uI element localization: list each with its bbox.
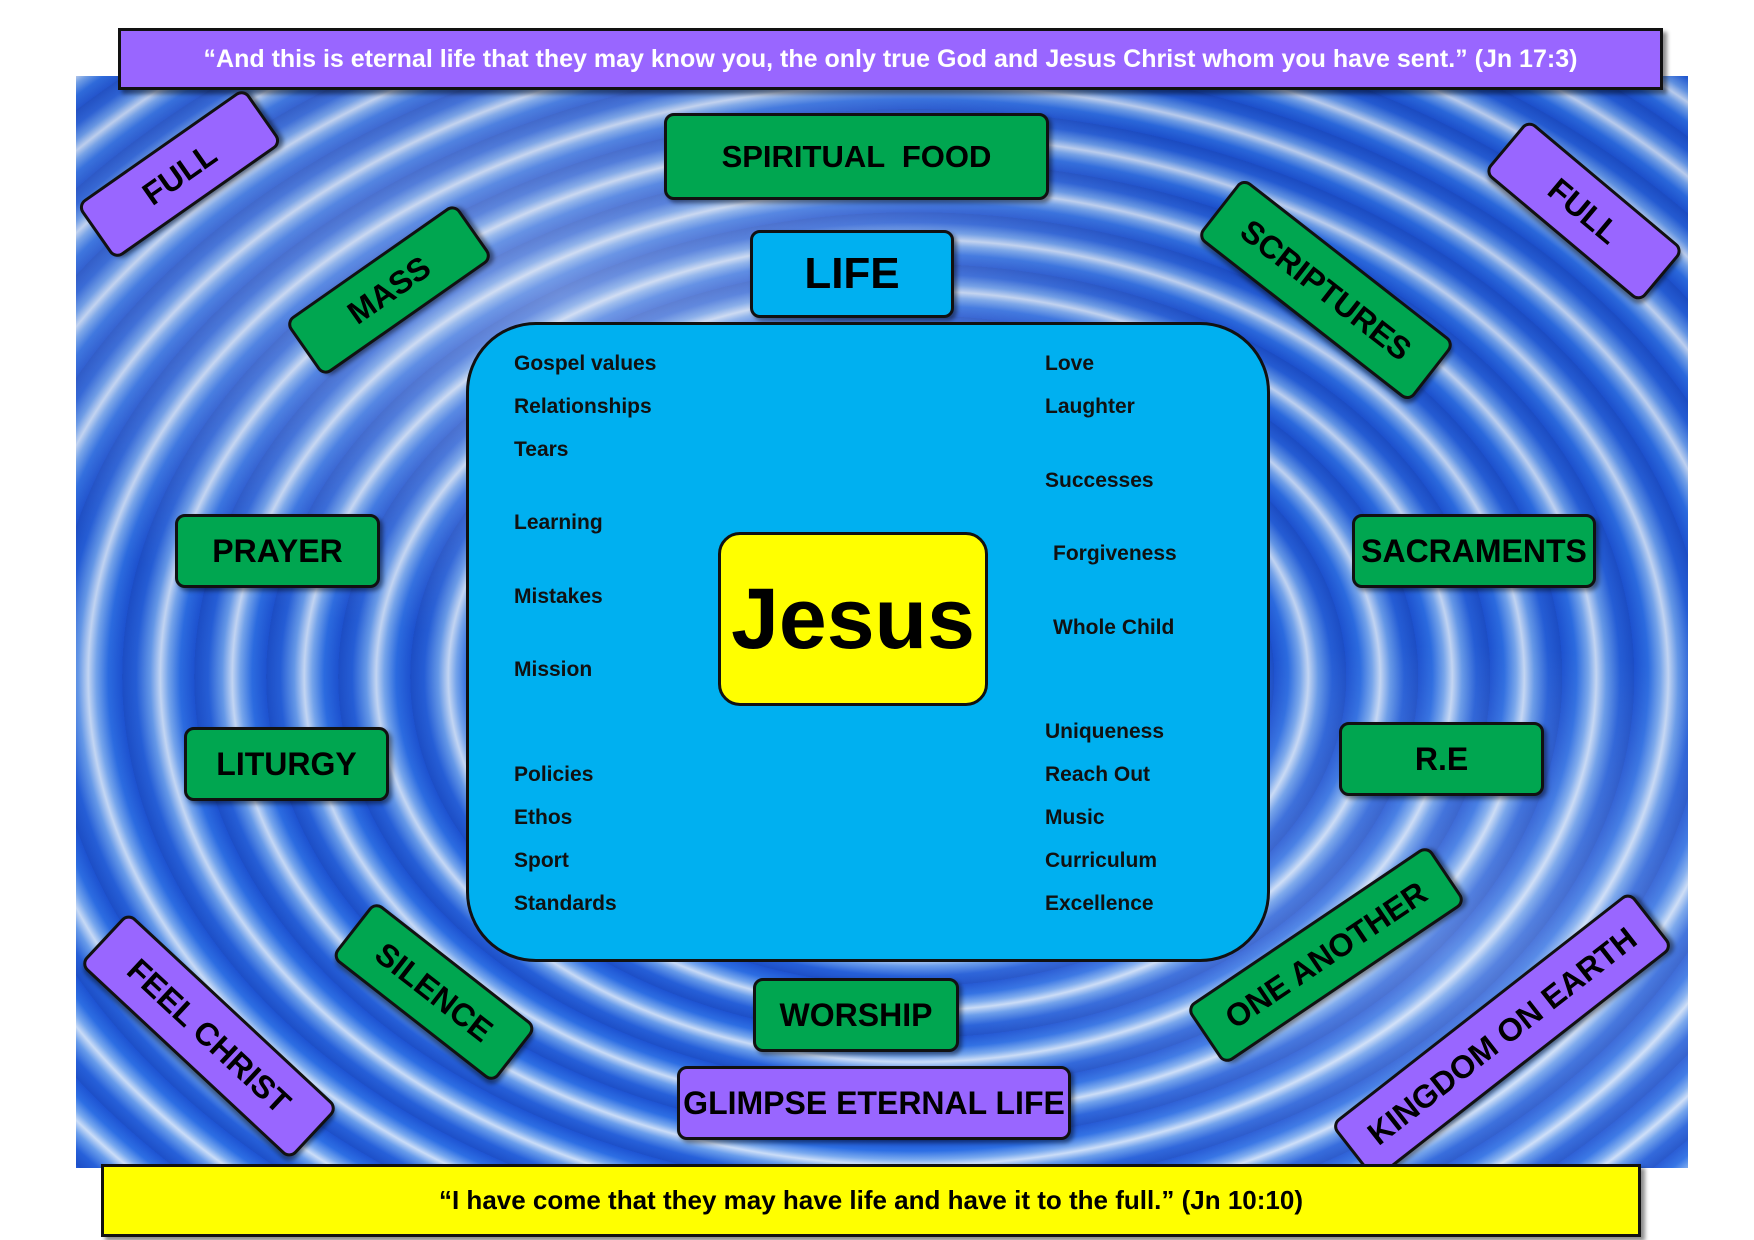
- right-item: Successes: [1045, 469, 1154, 492]
- tag-sacraments: SACRAMENTS: [1352, 514, 1596, 588]
- right-item: Music: [1045, 806, 1105, 829]
- left-item: Gospel values: [514, 352, 657, 375]
- tag-prayer: PRAYER: [175, 514, 380, 588]
- tag-life: LIFE: [750, 230, 954, 318]
- right-item: Forgiveness: [1053, 542, 1177, 565]
- right-item: Whole Child: [1053, 616, 1175, 639]
- left-item: Ethos: [514, 806, 573, 829]
- tag-glimpse-eternal-life: GLIMPSE ETERNAL LIFE: [677, 1066, 1071, 1140]
- left-item: Policies: [514, 763, 594, 786]
- tag-spiritual-food: SPIRITUAL FOOD: [664, 113, 1049, 200]
- left-item: Relationships: [514, 395, 652, 418]
- life-centre-panel: [466, 322, 1270, 962]
- bottom-quote-banner: “I have come that they may have life and…: [101, 1164, 1641, 1237]
- right-item: Laughter: [1045, 395, 1135, 418]
- right-item: Curriculum: [1045, 849, 1158, 872]
- left-item: Learning: [514, 511, 603, 534]
- left-item: Tears: [514, 438, 569, 461]
- tag-re: R.E: [1339, 722, 1544, 796]
- right-item: Uniqueness: [1045, 720, 1165, 743]
- tag-liturgy: LITURGY: [184, 727, 389, 801]
- left-item: Mistakes: [514, 585, 603, 608]
- right-item: Excellence: [1045, 892, 1154, 915]
- left-item: Sport: [514, 849, 569, 872]
- tag-worship: WORSHIP: [753, 978, 959, 1052]
- right-item: Love: [1045, 352, 1095, 375]
- left-item: Mission: [514, 658, 593, 681]
- right-item: Reach Out: [1045, 763, 1151, 786]
- jesus-centre-label: Jesus: [718, 532, 988, 706]
- left-item: Standards: [514, 892, 617, 915]
- top-quote-banner: “And this is eternal life that they may …: [118, 28, 1663, 90]
